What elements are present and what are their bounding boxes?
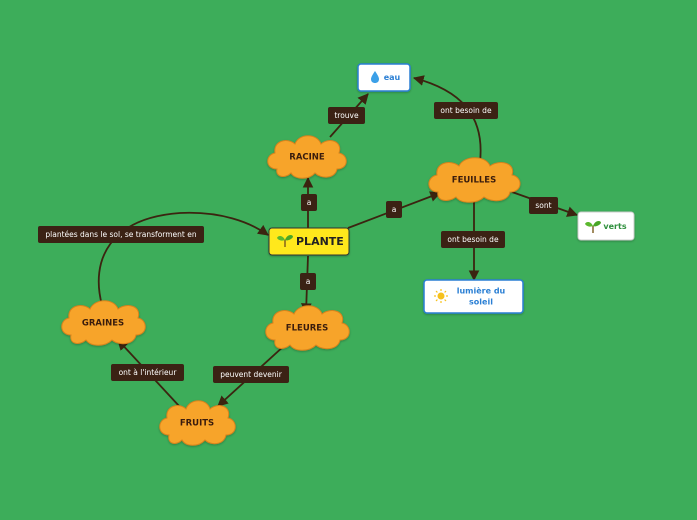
link-text: ont à l'intérieur (119, 368, 178, 377)
node-plante-label: PLANTE (296, 235, 344, 248)
link-text: ont besoin de (440, 106, 492, 115)
node-fruits[interactable]: FRUITS (159, 400, 236, 446)
node-racine-label: RACINE (289, 153, 325, 163)
node-plante[interactable]: PLANTE (268, 227, 350, 256)
seedling-icon (277, 235, 293, 247)
node-lumiere[interactable]: lumière du soleil (423, 279, 524, 314)
seedling-icon (585, 221, 601, 233)
connector-feuilles-eau (412, 75, 482, 163)
link-label-plante-fleures[interactable]: a (300, 273, 316, 290)
connector-graines-plante (97, 211, 269, 306)
node-fleures-label: FLEURES (286, 324, 328, 334)
link-label-fruits-graines[interactable]: ont à l'intérieur (111, 364, 184, 381)
link-text: peuvent devenir (220, 370, 283, 379)
link-label-racine-eau[interactable]: trouve (328, 107, 365, 124)
node-verts[interactable]: verts (577, 211, 635, 241)
link-text: trouve (334, 111, 359, 120)
link-label-plante-feuilles[interactable]: a (386, 201, 402, 218)
water-drop-icon (371, 71, 379, 83)
node-eau[interactable]: eau (357, 63, 411, 92)
link-label-feuilles-lumiere[interactable]: ont besoin de (441, 231, 505, 248)
sun-icon (434, 289, 448, 303)
link-label-graines-plante[interactable]: plantées dans le sol, se transforment en (38, 226, 204, 243)
node-feuilles-label: FEUILLES (452, 176, 496, 186)
link-label-feuilles-verts[interactable]: sont (529, 197, 558, 214)
link-text: sont (535, 201, 551, 210)
node-feuilles[interactable]: FEUILLES (428, 157, 521, 203)
link-label-plante-racine[interactable]: a (301, 194, 317, 211)
link-text: a (307, 198, 312, 207)
link-label-fleures-fruits[interactable]: peuvent devenir (213, 366, 289, 383)
link-text: plantées dans le sol, se transforment en (45, 230, 196, 239)
node-graines-label: GRAINES (82, 319, 124, 329)
node-racine[interactable]: RACINE (267, 135, 347, 179)
node-lumiere-label-line2: soleil (469, 298, 493, 307)
node-eau-label: eau (384, 73, 401, 82)
node-fleures[interactable]: FLEURES (265, 305, 350, 351)
link-text: a (306, 277, 311, 286)
node-lumiere-label-line1: lumière du (457, 286, 506, 296)
node-verts-label: verts (603, 222, 626, 231)
node-fruits-label: FRUITS (180, 419, 214, 429)
link-label-feuilles-eau[interactable]: ont besoin de (434, 102, 498, 119)
link-text: ont besoin de (447, 235, 499, 244)
link-text: a (392, 205, 397, 214)
node-graines[interactable]: GRAINES (61, 300, 146, 346)
